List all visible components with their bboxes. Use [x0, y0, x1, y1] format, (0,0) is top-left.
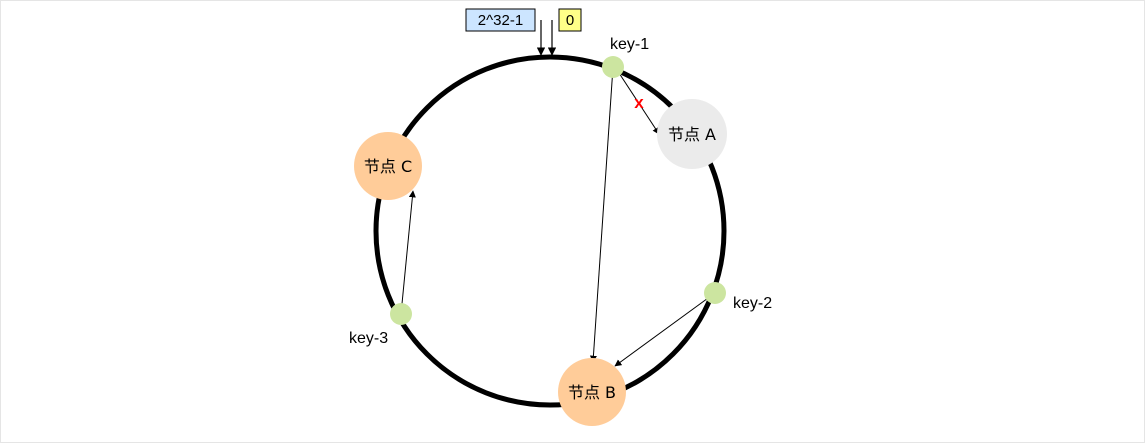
key-2-label: key-2	[733, 295, 772, 312]
zero-value-box: 0	[558, 8, 582, 32]
key-1-point	[602, 56, 624, 78]
key1-to-node-a-arrow	[618, 72, 660, 135]
max-value-box: 2^32-1	[465, 8, 536, 32]
max-value-label: 2^32-1	[478, 12, 523, 29]
removed-mapping-x-mark: x	[634, 93, 644, 112]
key3-to-node-c-arrow	[400, 190, 416, 315]
key-3-label: key-3	[349, 330, 388, 347]
node-a: 节点 A	[657, 99, 727, 169]
node-b-label: 节点 B	[568, 383, 616, 402]
zero-value-label: 0	[566, 12, 574, 29]
hash-ring	[373, 54, 727, 408]
key1-to-node-b-arrow	[589, 66, 614, 363]
key-1-label: key-1	[610, 36, 649, 53]
node-c: 节点 C	[354, 132, 422, 200]
key-3-point	[390, 303, 412, 325]
node-b: 节点 B	[558, 358, 626, 426]
key2-to-node-b-arrow	[614, 292, 716, 367]
node-c-label: 节点 C	[364, 157, 412, 176]
key-2-point	[704, 282, 726, 304]
node-a-label: 节点 A	[668, 125, 716, 144]
